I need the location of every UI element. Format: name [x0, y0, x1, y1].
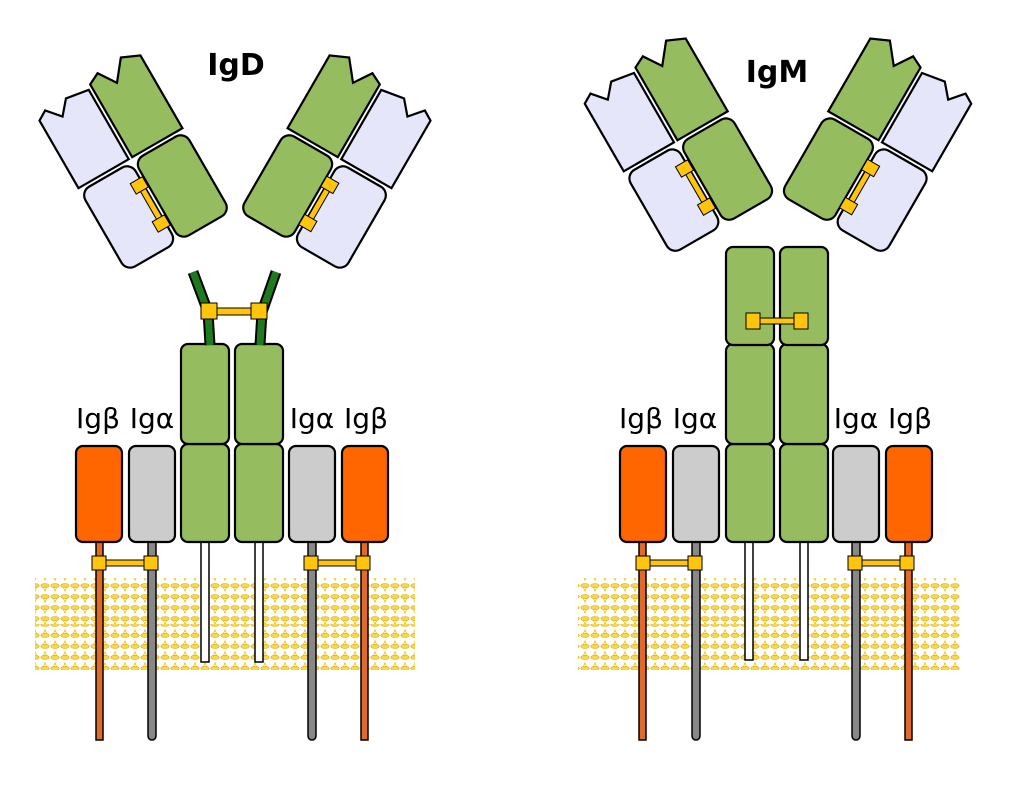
ig-beta-right [340, 444, 390, 741]
heavy-chain-variable [826, 37, 922, 142]
alpha-beta-disulfide-right [847, 555, 915, 571]
igm-heavy-constant-right [778, 245, 830, 544]
igd-hinge [187, 270, 282, 346]
ig-alpha-right [287, 444, 337, 741]
igd-heavy-constant-left [179, 342, 231, 544]
light-chain-variable [880, 71, 973, 173]
ig-beta-label-right: Igβ [888, 402, 932, 435]
ig-beta-label-left: Igβ [619, 402, 663, 435]
ig-alpha-domain [671, 444, 721, 544]
ig-beta-left [618, 444, 668, 741]
ig-beta-left [74, 444, 124, 741]
igd-panel: IgD [35, 48, 432, 741]
heavy-chain-tm-left [200, 539, 210, 663]
ig-alpha-domain [287, 444, 337, 544]
light-chain-variable [339, 88, 432, 190]
igm-fab-left [583, 37, 774, 252]
heavy-chain-variable [286, 54, 382, 159]
ig-alpha-left [671, 444, 721, 741]
ig-alpha-left [127, 444, 177, 741]
alpha-beta-disulfide-right [303, 555, 371, 571]
heavy-chain-variable [88, 54, 184, 159]
igm-fab-right [782, 37, 973, 252]
ig-beta-domain [340, 444, 390, 544]
igd-fab-left [38, 54, 228, 269]
igd-title: IgD [207, 48, 265, 83]
membrane-bilayer [578, 578, 960, 670]
ig-alpha-right [831, 444, 881, 741]
ig-beta-domain [884, 444, 934, 544]
ig-alpha-label-left: Igα [673, 402, 718, 435]
ig-alpha-domain [127, 444, 177, 544]
ig-alpha-label-right: Igα [834, 402, 879, 435]
igm-title: IgM [746, 55, 809, 90]
ig-alpha-domain [831, 444, 881, 544]
heavy-chain-ch1 [136, 134, 228, 238]
ig-alpha-label-left: Igα [130, 402, 175, 435]
heavy-chain-ch1 [242, 134, 334, 238]
light-chain-variable [38, 88, 131, 190]
ig-beta-domain [74, 444, 124, 544]
ig-beta-right [884, 444, 934, 741]
igd-heavy-constant-right [233, 342, 285, 544]
ig-beta-label-left: Igβ [76, 402, 120, 435]
ig-beta-domain [618, 444, 668, 544]
igd-fab-right [242, 54, 432, 269]
heavy-chain-tm-right [799, 539, 809, 661]
alpha-beta-disulfide-left [91, 555, 159, 571]
heavy-chain-ch1 [682, 117, 774, 221]
heavy-chain-variable [634, 37, 730, 142]
heavy-chain-tm-right [254, 539, 264, 663]
ig-alpha-label-right: Igα [290, 402, 335, 435]
light-chain-variable [583, 71, 676, 173]
alpha-beta-disulfide-left [635, 555, 703, 571]
membrane-bilayer [35, 578, 415, 670]
ig-beta-label-right: Igβ [344, 402, 388, 435]
igm-heavy-constant-left [724, 245, 776, 544]
igm-panel: IgM [578, 37, 973, 741]
igm-interchain-disulfide [745, 312, 809, 330]
heavy-chain-ch1 [782, 117, 874, 221]
heavy-chain-tm-left [744, 539, 754, 661]
